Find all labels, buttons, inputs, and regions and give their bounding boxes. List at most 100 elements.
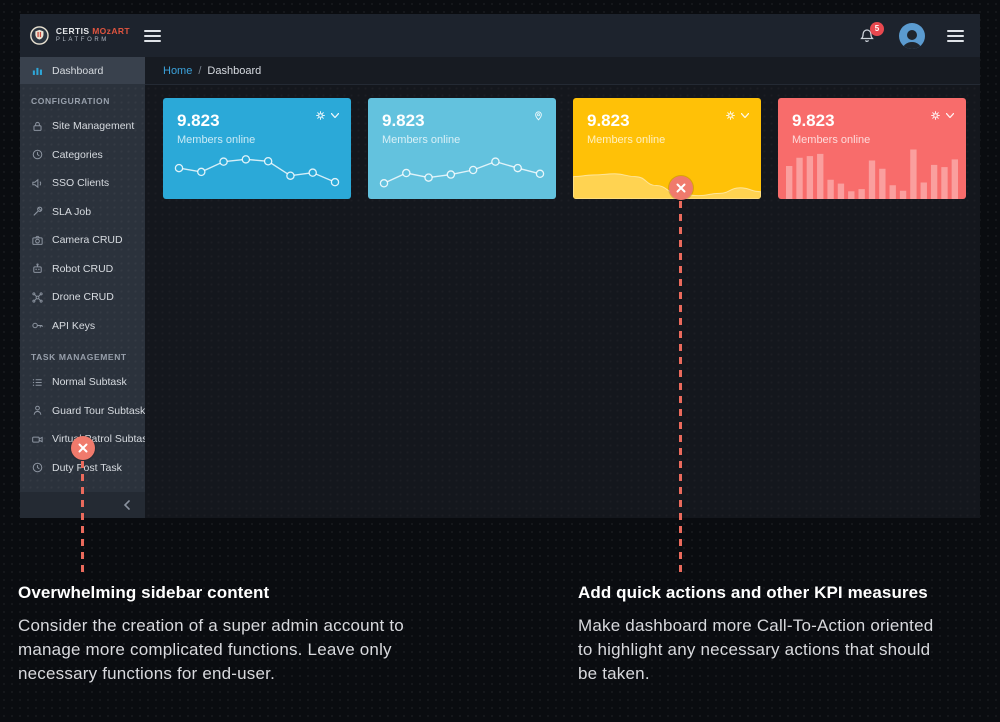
close-icon <box>676 183 686 193</box>
sidebar-item-api-keys[interactable]: API Keys <box>20 312 145 341</box>
kpi-card-info: 9.823 Members online <box>368 98 556 199</box>
sidebar-item-normal-subtask[interactable]: Normal Subtask <box>20 368 145 397</box>
card-settings-dropdown[interactable] <box>314 109 339 122</box>
brand-subtitle: PLATFORM <box>55 37 109 44</box>
sidebar-item-guard-tour-subtask[interactable]: Guard Tour Subtask <box>20 397 145 426</box>
sidebar-item-label: Guard Tour Subtask <box>52 404 145 417</box>
sidebar-item-label: Drone CRUD <box>52 291 114 304</box>
annotation-title: Overwhelming sidebar content <box>18 583 270 602</box>
location-pin-icon <box>535 111 542 121</box>
card-settings-dropdown[interactable] <box>929 109 954 122</box>
sidebar-item-drone-crud[interactable]: Drone CRUD <box>20 283 145 312</box>
close-icon <box>78 443 88 453</box>
sidebar-section-task-management: TASK MANAGEMENT <box>31 352 127 362</box>
key-icon <box>31 319 44 332</box>
sidebar-item-sla-job[interactable]: SLA Job <box>20 198 145 227</box>
annotation-marker-sidebar[interactable] <box>71 436 95 460</box>
clock-icon <box>31 148 44 161</box>
notifications-button[interactable]: 5 <box>859 21 884 44</box>
sparkarea-chart <box>573 143 761 199</box>
card-settings-dropdown[interactable] <box>724 109 749 122</box>
annotation-marker-card[interactable] <box>669 176 693 200</box>
gear-icon <box>726 111 735 120</box>
sidebar-toggle-icon[interactable] <box>144 29 161 42</box>
annotation-leader-line-left <box>81 461 84 575</box>
annotation-right: Add quick actions and other KPI measures… <box>578 583 950 686</box>
sidebar-item-camera-crud[interactable]: Camera CRUD <box>20 226 145 255</box>
sidebar-item-label: SSO Clients <box>52 177 110 190</box>
drone-icon <box>31 291 44 304</box>
annotation-leader-line-right <box>679 201 682 575</box>
kpi-card-primary: 9.823 Members online <box>163 98 351 199</box>
breadcrumb-current: Dashboard <box>207 64 262 77</box>
user-avatar[interactable] <box>899 22 925 49</box>
wrench-icon <box>31 205 44 218</box>
lock-icon <box>31 120 44 133</box>
sidebar-item-label: Virtual Patrol Subtask <box>52 433 145 446</box>
caret-down-icon <box>946 113 954 118</box>
video-camera-icon <box>31 433 44 446</box>
dashboard-screenshot: CERTIS MOzART PLATFORM 5 <box>20 14 980 518</box>
kpi-value: 9.823 <box>792 111 835 130</box>
clock-icon <box>31 461 44 474</box>
brand-text: CERTIS MOzART PLATFORM <box>55 26 130 44</box>
brand-name-primary: CERTIS <box>55 26 90 37</box>
sidebar-item-label: API Keys <box>52 319 96 332</box>
breadcrumb-home-link[interactable]: Home <box>163 64 193 77</box>
sidebar-item-label: Categories <box>52 148 103 161</box>
shield-crest-icon <box>30 26 49 45</box>
sidebar-item-label: Duty Post Task <box>52 461 122 474</box>
kpi-value: 9.823 <box>177 111 220 130</box>
sidebar-item-label: Robot CRUD <box>52 262 114 275</box>
kpi-card-warning: 9.823 Members online <box>573 98 761 199</box>
notification-badge: 5 <box>870 21 884 36</box>
main-content: Home / Dashboard 9.823 Members online 9.… <box>145 57 980 518</box>
sidebar-item-label: Camera CRUD <box>52 234 123 247</box>
sidebar-item-label: SLA Job <box>52 205 92 218</box>
brand-name-accent: MOzART <box>92 26 130 37</box>
caret-down-icon <box>741 113 749 118</box>
robot-icon <box>31 262 44 275</box>
sidebar-item-dashboard[interactable]: Dashboard <box>20 57 145 84</box>
kpi-card-danger: 9.823 Members online <box>778 98 966 199</box>
gear-icon <box>316 111 325 120</box>
annotation-body: Make dashboard more Call-To-Action orien… <box>578 616 934 684</box>
sidebar-section-configuration: CONFIGURATION <box>31 96 110 106</box>
sparkline-chart <box>169 145 345 197</box>
sparkbar-chart <box>786 144 958 199</box>
annotation-body: Consider the creation of a super admin a… <box>18 616 404 684</box>
sidebar-item-duty-post-task[interactable]: Duty Post Task <box>20 454 145 483</box>
top-header-bar: CERTIS MOzART PLATFORM 5 <box>20 14 980 57</box>
breadcrumb-separator: / <box>198 64 202 77</box>
sidebar-item-label: Normal Subtask <box>52 376 127 389</box>
sidebar-item-sso-clients[interactable]: SSO Clients <box>20 169 145 198</box>
sidebar-item-categories[interactable]: Categories <box>20 141 145 170</box>
breadcrumb: Home / Dashboard <box>145 57 980 85</box>
sparkline-chart <box>374 145 550 197</box>
megaphone-icon <box>31 177 44 190</box>
sidebar-item-site-management[interactable]: Site Management <box>20 112 145 141</box>
annotation-title: Add quick actions and other KPI measures <box>578 583 928 602</box>
kpi-value: 9.823 <box>382 111 425 130</box>
caret-down-icon <box>331 113 339 118</box>
sidebar-item-label: Dashboard <box>52 64 104 77</box>
chevron-left-icon <box>123 500 130 510</box>
person-icon <box>31 404 44 417</box>
bar-chart-icon <box>31 64 44 77</box>
camera-icon <box>31 234 44 247</box>
person-photo-icon <box>902 29 922 49</box>
kpi-value: 9.823 <box>587 111 630 130</box>
kpi-label: Members online <box>382 134 461 146</box>
list-icon <box>31 376 44 389</box>
brand-logo[interactable]: CERTIS MOzART PLATFORM <box>30 22 130 49</box>
annotation-left: Overwhelming sidebar content Consider th… <box>18 583 406 686</box>
sidebar-item-label: Site Management <box>52 120 135 133</box>
kpi-label: Members online <box>792 134 871 146</box>
kpi-label: Members online <box>177 134 256 146</box>
aside-toggle-icon[interactable] <box>947 29 964 42</box>
sidebar-item-robot-crud[interactable]: Robot CRUD <box>20 255 145 284</box>
gear-icon <box>931 111 940 120</box>
kpi-label: Members online <box>587 134 666 146</box>
card-location-dropdown[interactable] <box>533 109 544 122</box>
kpi-cards-row: 9.823 Members online 9.823 Members onlin… <box>163 98 966 199</box>
